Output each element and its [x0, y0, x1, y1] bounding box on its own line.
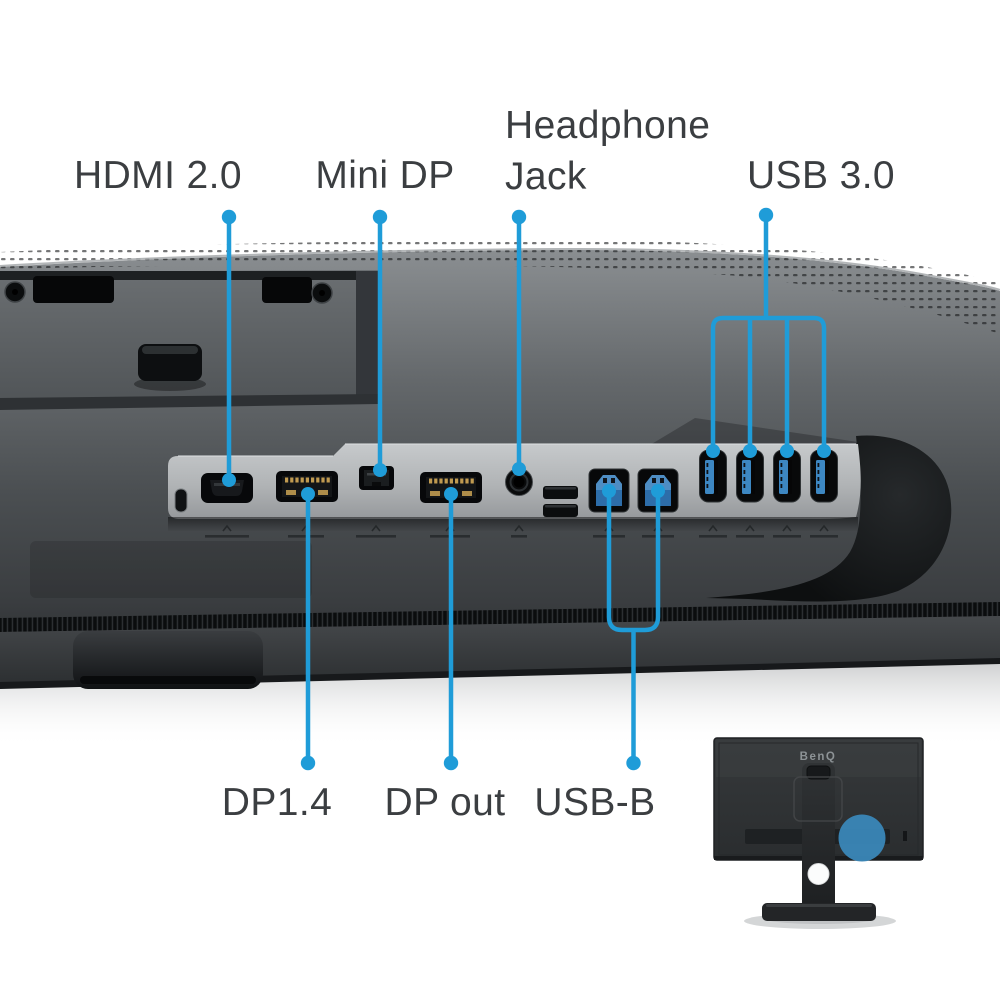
right-recess [706, 435, 952, 602]
mini-stand-base [762, 903, 876, 921]
label-hdmi: HDMI 2.0 [74, 154, 242, 197]
benq-logo: BenQ [800, 751, 837, 763]
mini-vesa-outline [793, 776, 843, 822]
headphone-jack-port [505, 468, 533, 496]
speaker-perforation-band [0, 240, 1000, 334]
label-headphone-line1: Headphone [505, 104, 711, 147]
dp14-port [276, 471, 338, 502]
callout-dots [221, 207, 831, 771]
leader-usb3-bracket [710, 215, 827, 451]
hdmi-port [201, 473, 253, 503]
vesa-slot-right [262, 277, 312, 303]
usb-a-port-4 [810, 449, 838, 503]
leader-usb-b-bracket [606, 491, 661, 763]
printed-port-labels [205, 535, 838, 538]
callout-leaders [226, 215, 827, 763]
mini-monitor-thumbnail: BenQ [713, 737, 924, 929]
mini-stand-column [802, 763, 835, 913]
label-dp-out: DP out [384, 781, 506, 824]
label-usb3: USB 3.0 [746, 154, 896, 197]
stand-release-latch [134, 344, 206, 391]
label-dp14: DP1.4 [221, 781, 333, 824]
usb-a-port-1 [699, 449, 727, 503]
bottom-groove [0, 602, 1000, 632]
label-headphone-jack: Headphone Jack [505, 100, 710, 202]
label-mini-dp: Mini DP [315, 154, 455, 197]
cable-handle [73, 631, 263, 689]
mini-cable-hole [807, 863, 830, 885]
cable-clips [543, 486, 578, 517]
vesa-screw-right [311, 282, 333, 304]
vesa-screw-left [4, 281, 26, 303]
top-edge-highlight [0, 247, 1000, 291]
kensington-lock-slot [174, 488, 188, 513]
bezel-plateau [30, 541, 312, 598]
ports [174, 449, 838, 517]
label-headphone-line2: Jack [505, 155, 587, 198]
mini-stand-handle [806, 765, 831, 780]
label-usb-b: USB-B [534, 781, 656, 824]
vesa-mount-recess [0, 270, 378, 410]
port-highlight-circle [838, 814, 886, 862]
vesa-slot-left [33, 276, 114, 303]
